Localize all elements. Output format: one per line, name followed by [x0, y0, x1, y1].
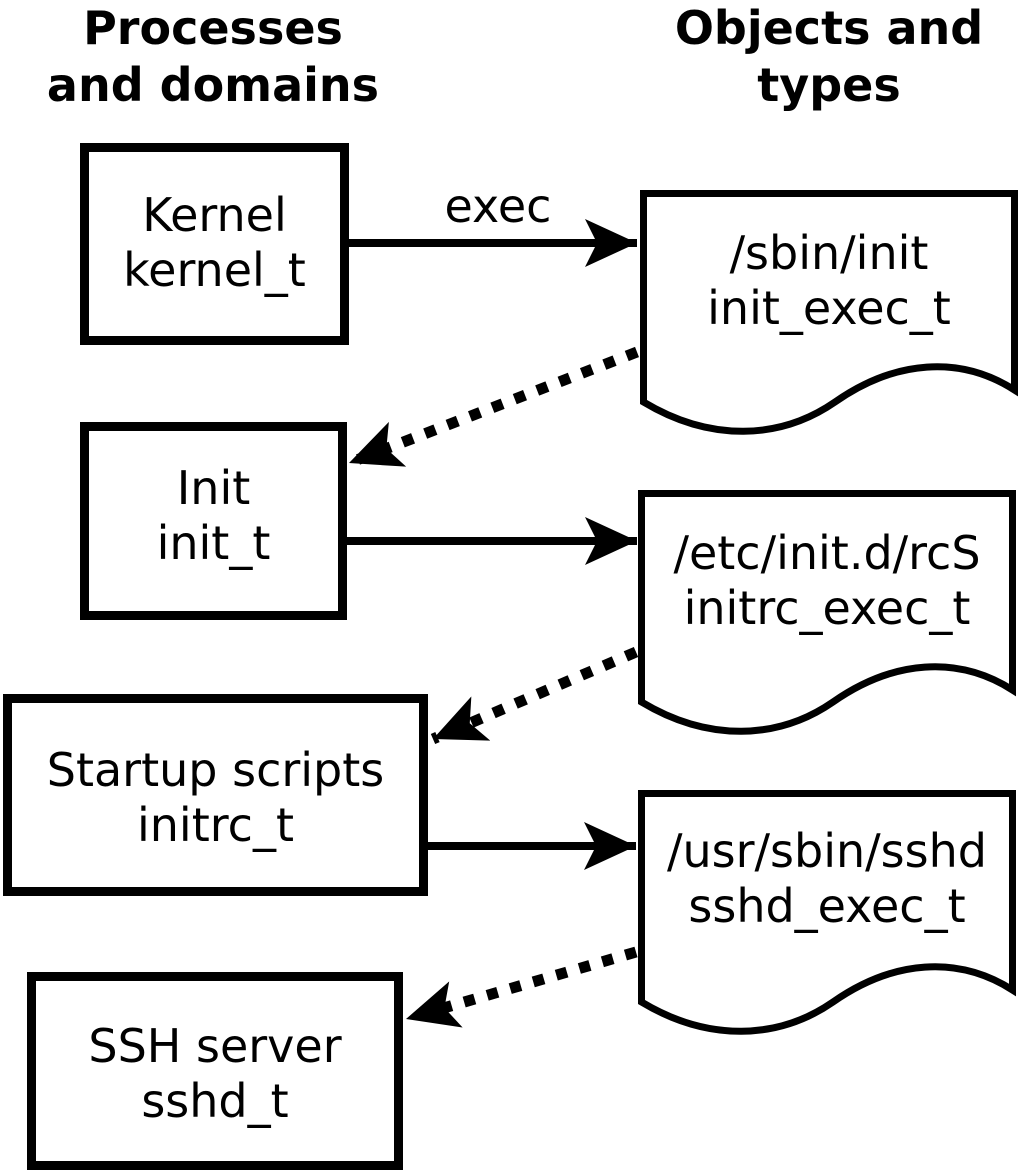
- object-doc-sbin-init: [640, 190, 1018, 435]
- exec-arrow-label: exec: [444, 179, 552, 233]
- process-box-ssh-server: [27, 972, 403, 1170]
- column-header-processes-line1: Processes: [83, 1, 343, 55]
- node-label-init-domain: init_t: [156, 516, 271, 570]
- column-header-processes: Processes and domains: [0, 0, 428, 114]
- node-label-kernel: Kernel kernel_t: [80, 188, 349, 298]
- node-label-ssh-server: SSH server sshd_t: [27, 1019, 403, 1129]
- object-label-etc-initd-rcs-type: initrc_exec_t: [683, 581, 971, 635]
- column-header-objects: Objects and types: [614, 0, 1024, 114]
- node-label-init: Init init_t: [80, 461, 347, 571]
- transition-arrow-to-initrc: [430, 646, 639, 745]
- process-box-kernel: [80, 143, 349, 345]
- node-label-kernel-domain: kernel_t: [123, 243, 306, 297]
- object-label-usr-sbin-sshd: /usr/sbin/sshd sshd_exec_t: [638, 824, 1016, 934]
- transition-arrow-to-sshd: [404, 946, 638, 1028]
- node-label-ssh-server-name: SSH server: [88, 1019, 342, 1073]
- process-box-init: [80, 422, 347, 620]
- object-label-usr-sbin-sshd-path: /usr/sbin/sshd: [667, 824, 987, 878]
- node-label-startup-scripts-name: Startup scripts: [46, 743, 385, 797]
- transition-arrow-to-init: [347, 346, 639, 469]
- node-label-kernel-name: Kernel: [142, 188, 287, 242]
- column-header-objects-line1: Objects and: [674, 1, 984, 55]
- node-label-ssh-server-domain: sshd_t: [141, 1074, 289, 1128]
- object-label-usr-sbin-sshd-type: sshd_exec_t: [688, 879, 966, 933]
- object-doc-usr-sbin-sshd: [638, 790, 1016, 1035]
- object-label-sbin-init: /sbin/init init_exec_t: [640, 226, 1018, 336]
- node-label-init-name: Init: [176, 461, 251, 515]
- object-label-sbin-init-type: init_exec_t: [707, 281, 951, 335]
- process-box-startup-scripts: [3, 694, 428, 896]
- column-header-processes-line2: and domains: [46, 58, 380, 112]
- object-doc-etc-initd-rcs: [638, 490, 1016, 735]
- object-label-etc-initd-rcs: /etc/init.d/rcS initrc_exec_t: [638, 526, 1016, 636]
- object-label-etc-initd-rcs-path: /etc/init.d/rcS: [673, 526, 981, 580]
- node-label-startup-scripts: Startup scripts initrc_t: [3, 743, 428, 853]
- object-label-sbin-init-path: /sbin/init: [729, 226, 929, 280]
- node-label-startup-scripts-domain: initrc_t: [137, 798, 294, 852]
- column-header-objects-line2: types: [757, 58, 901, 112]
